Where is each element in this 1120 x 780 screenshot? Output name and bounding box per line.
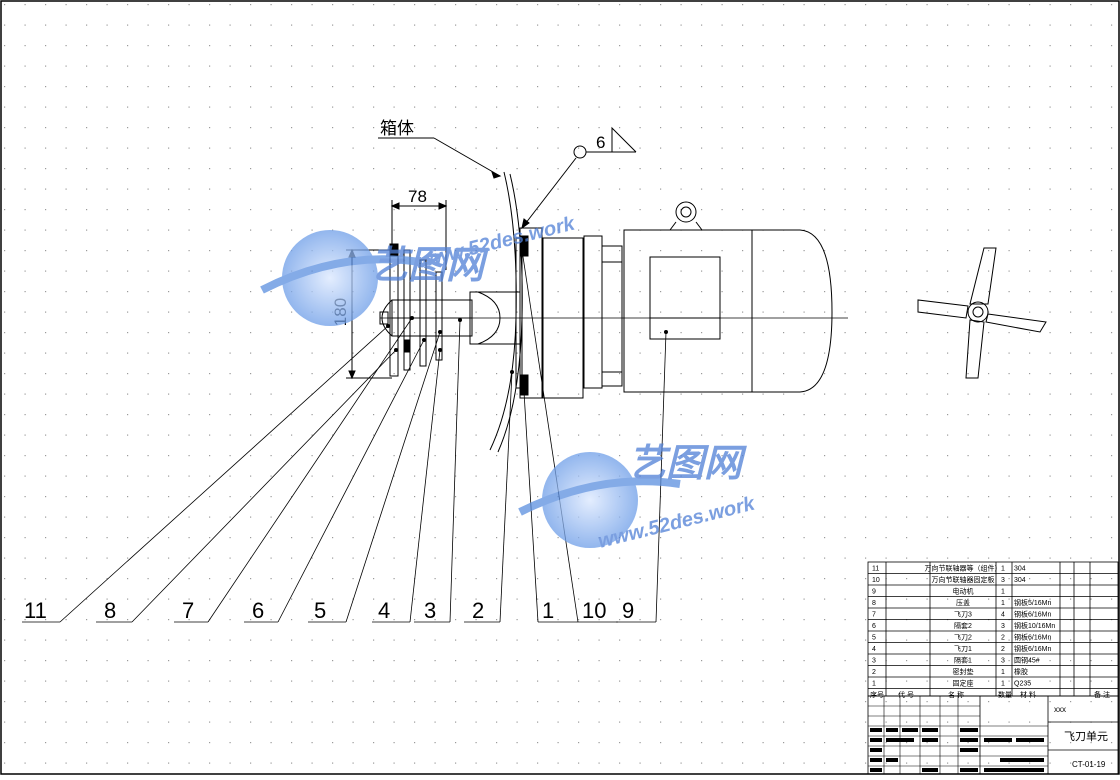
- bom-header-note: 备 注: [1094, 690, 1110, 699]
- motor-fan-cover: [751, 229, 833, 393]
- balloon-7: 7: [182, 598, 194, 623]
- drawing-title: 飞刀单元: [1064, 730, 1108, 743]
- bom-qty: 1: [1001, 669, 1005, 676]
- dimension-78: 78: [408, 187, 427, 206]
- blade-side-view: [917, 247, 1047, 379]
- bom-no: 9: [872, 589, 876, 596]
- bom-name: 隔套1: [954, 656, 972, 665]
- bom-name: 电动机: [953, 587, 974, 596]
- bom-no: 5: [872, 635, 876, 642]
- bom-no: 2: [872, 669, 876, 676]
- bom-material: 橡胶: [1014, 667, 1028, 676]
- bom-header-code: 代 号: [898, 690, 914, 699]
- motor-terminal-box: [649, 256, 721, 340]
- balloon-2: 2: [472, 598, 484, 623]
- bom-name: 固定座: [953, 679, 974, 688]
- balloon-10: 10: [582, 598, 606, 623]
- bom-material: Q235: [1014, 681, 1031, 688]
- bom-qty: 4: [1001, 612, 1005, 619]
- balloon-11: 11: [24, 598, 47, 623]
- bom-no: 6: [872, 623, 876, 630]
- bom-no: 3: [872, 658, 876, 665]
- bom-header-no: 序号: [870, 690, 884, 699]
- balloon-3: 3: [424, 598, 436, 623]
- bom-qty: 2: [1001, 646, 1005, 653]
- bom-name: 隔套2: [954, 621, 972, 630]
- bom-material: 钢板6/16Mn: [1014, 644, 1051, 653]
- title-block-text: xxx 飞刀单元 CT-01-19: [1054, 705, 1108, 769]
- bom-qty: 1: [1001, 589, 1005, 596]
- balloon-leaders: [22, 249, 667, 623]
- bom-header-name: 名 称: [948, 690, 964, 699]
- bom-qty: 1: [1001, 566, 1005, 573]
- watermark-brand-2: 艺图网: [628, 443, 747, 485]
- blade-3: [419, 259, 427, 367]
- balloon-9: 9: [622, 598, 634, 623]
- bom-no: 10: [872, 577, 880, 584]
- bom-no: 4: [872, 646, 876, 653]
- bom-name: 密封垫: [953, 667, 974, 676]
- bom-qty: 3: [1001, 623, 1005, 630]
- bom-material: 304: [1014, 577, 1026, 584]
- title-xxx: xxx: [1054, 705, 1066, 714]
- bom-name: 万向节联轴器固定板: [932, 575, 995, 584]
- watermark-2: 艺图网 www.52des.work: [518, 443, 758, 553]
- bom-name: 飞刀2: [954, 634, 972, 642]
- blade-2: [403, 249, 411, 371]
- balloon-4: 4: [378, 598, 390, 623]
- bom-qty: 1: [1001, 600, 1005, 607]
- watermark-brand-1: 艺图网: [370, 245, 489, 287]
- bom-qty: 1: [1001, 681, 1005, 688]
- bom-material: 钢板10/16Mn: [1014, 621, 1055, 630]
- bom-qty: 3: [1001, 658, 1005, 665]
- bom-material: 钢板6/16Mn: [1014, 610, 1051, 619]
- bom-no: 8: [872, 600, 876, 607]
- bom-no: 11: [872, 566, 879, 573]
- bom-no: 1: [872, 681, 876, 688]
- bom-header-material: 材 料: [1020, 690, 1036, 699]
- bom-qty: 2: [1001, 635, 1005, 642]
- housing-callout: 箱体: [380, 119, 414, 138]
- bom-material: 圆钢45#: [1014, 656, 1040, 665]
- balloon-8: 8: [104, 598, 116, 623]
- balloon-numbers: 11 8 7 6 5 4 3 2 1 10 9: [24, 598, 634, 623]
- bom-name: 飞刀1: [954, 645, 972, 653]
- drawing-number: CT-01-19: [1072, 760, 1106, 769]
- bom-name: 万向节联轴器等（组件）: [925, 564, 1002, 573]
- balloon-5: 5: [314, 598, 326, 623]
- bom-header-qty: 数量: [998, 690, 1012, 699]
- press-cover: [381, 299, 393, 337]
- bom-name: 压盖: [956, 598, 970, 607]
- bill-of-materials: [867, 561, 1119, 697]
- bom-no: 7: [872, 612, 876, 619]
- bom-material: 钢板5/16Mn: [1014, 598, 1051, 607]
- bom-name: 飞刀3: [954, 611, 972, 619]
- balloon-1: 1: [542, 598, 554, 623]
- bom-qty: 3: [1001, 577, 1005, 584]
- balloon-6: 6: [252, 598, 264, 623]
- bom-material: 304: [1014, 566, 1026, 573]
- assembly-view: [22, 126, 1047, 623]
- weld-size-label: 6: [596, 133, 605, 152]
- title-block: [867, 695, 1119, 775]
- bom-material: 钢板6/16Mn: [1014, 633, 1051, 642]
